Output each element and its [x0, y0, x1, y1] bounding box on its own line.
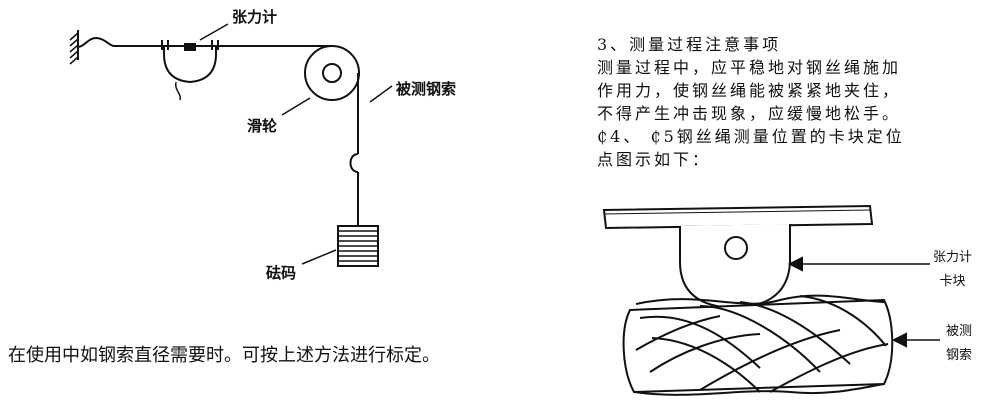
measured-rope-label: 被测 钢索 — [946, 324, 973, 363]
weight — [301, 225, 379, 267]
wall-hatching — [69, 32, 79, 65]
rope-hook — [349, 153, 359, 173]
notes-line: ₵4、 ₵5钢丝绳测量位置的卡块定位 — [597, 127, 905, 146]
wall-hook — [77, 36, 115, 48]
top-bar — [602, 204, 874, 230]
notes-line: 作用力，使钢丝绳能被紧紧地夹住， — [597, 81, 902, 100]
tensiometer-left — [161, 23, 229, 101]
notes-block: 3、测量过程注意事项 测量过程中，应平稳地对钢丝绳施加 作用力，使钢丝绳能被紧紧… — [597, 33, 992, 171]
caption: 在使用中如钢索直径需要时。可按上述方法进行标定。 — [8, 345, 440, 366]
notes-line: 点图示如下： — [597, 150, 712, 169]
notes-line: 测量过程中，应平稳地对钢丝绳施加 — [597, 58, 902, 77]
weight-label: 砝码 — [266, 264, 297, 282]
notes-title: 3、测量过程注意事项 — [597, 35, 782, 54]
rope-label: 被测钢索 — [396, 80, 457, 98]
tensiometer-label: 张力计 — [232, 8, 278, 26]
pulley-label: 滑轮 — [247, 117, 278, 135]
tensiometer-block-label: 张力计 卡块 — [933, 250, 973, 289]
clamp-pin — [724, 236, 748, 260]
calibration-diagram — [69, 23, 393, 267]
rope-strands — [622, 294, 894, 396]
notes-line: 不得产生冲击现象，应缓慢地松手。 — [597, 104, 902, 123]
